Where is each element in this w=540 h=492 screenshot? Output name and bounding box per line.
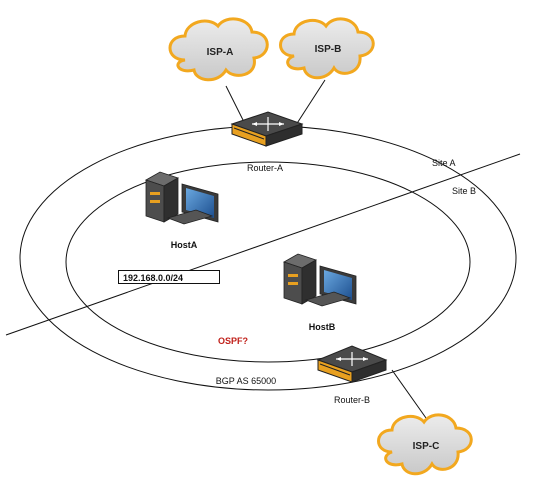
router-a-label: Router-A bbox=[247, 163, 283, 173]
isp-b-label: ISP-B bbox=[315, 44, 342, 55]
host-b-label: HostB bbox=[309, 322, 336, 332]
isp-c-label: ISP-C bbox=[413, 441, 440, 452]
router-b-label: Router-B bbox=[334, 395, 370, 405]
host-b-computer: HostB bbox=[283, 253, 357, 332]
isp-a-cloud: ISP-A bbox=[168, 17, 269, 82]
bgp-label: BGP AS 65000 bbox=[216, 376, 276, 386]
site-b-ellipse bbox=[65, 161, 471, 363]
link-router-a-isp-a bbox=[225, 85, 245, 123]
site-a-label: Site A bbox=[432, 158, 456, 168]
host-a-computer: HostA bbox=[145, 171, 219, 250]
router-b-device: Router-B bbox=[316, 345, 388, 405]
link-router-a-isp-b bbox=[293, 79, 326, 129]
isp-b-cloud: ISP-B bbox=[279, 17, 375, 80]
isp-a-label: ISP-A bbox=[207, 47, 234, 58]
link-router-b-isp-c bbox=[391, 369, 427, 419]
ospf-label: OSPF? bbox=[218, 336, 248, 346]
host-a-label: HostA bbox=[171, 240, 198, 250]
isp-c-cloud: ISP-C bbox=[377, 413, 473, 476]
site-divider-line bbox=[5, 153, 521, 336]
site-b-label: Site B bbox=[452, 186, 476, 196]
subnet-label: 192.168.0.0/24 bbox=[118, 270, 220, 284]
router-a-device: Router-A bbox=[230, 111, 304, 173]
